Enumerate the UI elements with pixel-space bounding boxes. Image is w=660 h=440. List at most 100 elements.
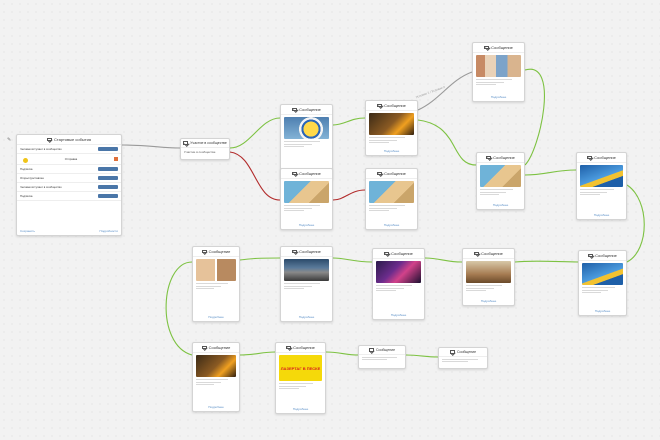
message-card-title: Сообщение bbox=[384, 103, 406, 108]
message-node-header: Сообщение bbox=[439, 348, 487, 357]
start-row-button[interactable] bbox=[98, 167, 118, 171]
message-text-line bbox=[582, 289, 608, 291]
message-text-line bbox=[284, 143, 313, 145]
message-image bbox=[466, 261, 511, 283]
start-row-button[interactable] bbox=[98, 176, 118, 180]
more-link[interactable]: Подробнее bbox=[292, 407, 309, 411]
join-node-header: Участие в сообществе bbox=[181, 139, 229, 148]
message-text-line bbox=[476, 79, 512, 80]
envelope-icon bbox=[474, 251, 480, 256]
start-row-button[interactable] bbox=[98, 194, 118, 198]
message-card-title: Сообщение bbox=[208, 345, 231, 350]
message-card-header: Сообщение bbox=[579, 251, 626, 261]
message-card-header: Сообщение bbox=[473, 43, 524, 53]
envelope-icon bbox=[484, 45, 490, 50]
community-icon bbox=[183, 141, 189, 145]
message-card-header: Сообщение bbox=[477, 153, 524, 163]
start-row-button[interactable] bbox=[98, 185, 118, 189]
more-link[interactable]: Подробнее bbox=[492, 203, 509, 207]
join-node-title: Участие в сообществе bbox=[190, 141, 227, 145]
envelope-icon bbox=[384, 251, 390, 256]
save-link[interactable]: Сохранить bbox=[20, 229, 35, 233]
message-card-header: Сообщение bbox=[193, 247, 239, 257]
start-row[interactable]: Подписка bbox=[17, 192, 121, 201]
start-row[interactable]: Отправка bbox=[17, 154, 121, 165]
message-image bbox=[196, 355, 236, 377]
message-image bbox=[284, 181, 329, 203]
message-text-line bbox=[442, 361, 469, 362]
more-link[interactable]: Подробнее bbox=[490, 95, 507, 99]
message-text-line bbox=[582, 292, 601, 293]
message-card-title: Сообщение bbox=[491, 45, 513, 50]
message-text-line bbox=[466, 287, 495, 289]
message-text-line bbox=[376, 287, 405, 289]
message-text-line bbox=[196, 381, 222, 383]
message-image bbox=[284, 259, 329, 281]
message-card-title: Сообщение bbox=[595, 253, 617, 258]
message-card-title: Сообщение bbox=[594, 155, 616, 160]
more-link[interactable]: Подробнее bbox=[594, 309, 611, 313]
message-node-title: Сообщение bbox=[375, 348, 396, 352]
start-row[interactable]: Открыт/доставлен bbox=[17, 174, 121, 183]
more-link[interactable]: Подробнее bbox=[383, 149, 400, 153]
envelope-icon bbox=[201, 345, 207, 350]
start-row[interactable]: Подписка bbox=[17, 165, 121, 174]
start-row-button[interactable] bbox=[98, 147, 118, 151]
start-row[interactable]: Человек вступает в сообщество bbox=[17, 145, 121, 154]
start-panel-header: Стартовые события bbox=[17, 135, 121, 145]
more-link[interactable]: Подробнее bbox=[593, 213, 610, 217]
more-link[interactable]: Подробнее bbox=[480, 299, 497, 303]
join-node-text: Участие в сообществе bbox=[184, 150, 216, 154]
more-link[interactable]: Подробнее bbox=[298, 315, 315, 319]
message-text-line bbox=[279, 383, 314, 384]
message-card-header: Сообщение bbox=[373, 249, 424, 259]
message-image bbox=[369, 181, 414, 203]
start-row[interactable]: Человек вступает в сообщество bbox=[17, 183, 121, 192]
message-text-line bbox=[362, 359, 388, 360]
message-text-line bbox=[279, 388, 299, 389]
message-text-line bbox=[369, 139, 398, 141]
message-card-header: Сообщение bbox=[281, 247, 332, 257]
message-text-line bbox=[284, 285, 313, 287]
message-image bbox=[196, 259, 236, 281]
envelope-icon bbox=[286, 345, 292, 350]
more-link[interactable]: Подробнее bbox=[298, 223, 315, 227]
start-events-panel[interactable]: Стартовые события Человек вступает в соо… bbox=[16, 134, 122, 236]
avatar bbox=[23, 157, 28, 163]
start-row-label: Человек вступает в сообщество bbox=[20, 147, 62, 151]
message-text-line bbox=[369, 205, 405, 206]
message-text-line bbox=[580, 189, 615, 190]
more-link[interactable]: Подробнее bbox=[383, 223, 400, 227]
message-node[interactable]: Сообщение bbox=[358, 345, 406, 369]
message-node-title: Сообщение bbox=[456, 350, 477, 354]
message-text-line bbox=[284, 205, 320, 206]
pencil-icon[interactable]: ✎ bbox=[7, 137, 12, 143]
message-text-line bbox=[376, 285, 412, 286]
message-text-line bbox=[196, 288, 215, 289]
details-link[interactable]: Подробности bbox=[99, 229, 118, 233]
message-node[interactable]: Сообщение bbox=[438, 347, 488, 369]
message-card-title: Сообщение bbox=[493, 155, 515, 160]
message-card-title: Сообщение bbox=[391, 251, 413, 256]
more-link[interactable]: Подробнее bbox=[208, 315, 224, 319]
more-link[interactable]: Подробнее bbox=[390, 313, 407, 317]
more-link[interactable]: Подробнее bbox=[208, 405, 224, 409]
message-text-line bbox=[376, 290, 397, 291]
message-card-header: Сообщение bbox=[366, 169, 417, 179]
message-text-line bbox=[284, 288, 305, 289]
envelope-icon bbox=[201, 249, 207, 254]
join-community-node[interactable]: Участие в сообществе Участие в сообществ… bbox=[180, 138, 230, 160]
